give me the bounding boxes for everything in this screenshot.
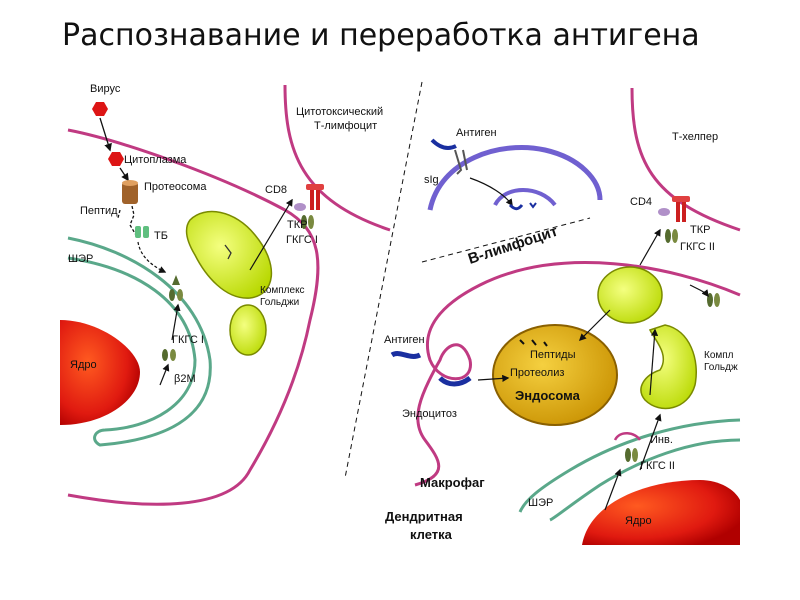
label-dendritic-1: Дендритная — [385, 509, 463, 524]
tap-transporter-icon — [135, 226, 149, 238]
thelper-membrane — [630, 87, 741, 232]
label-proteasome: Протеосома — [144, 181, 207, 193]
sig-antigen-icon — [430, 138, 468, 175]
label-nucleus-right: Ядро — [625, 515, 652, 527]
label-ctl-2: Т-лимфоцит — [314, 120, 377, 132]
panel-divider — [344, 81, 423, 479]
page-title: Распознавание и переработка антигена — [62, 18, 700, 53]
golgi-vesicle-top — [597, 266, 663, 324]
label-mhc2-inner: ГКГС II — [640, 460, 675, 472]
label-peptides: Пептиды — [530, 349, 576, 361]
right-panel: Антиген sIg В-лимфоцит Т-хелпер CD4 ТКР … — [384, 87, 741, 545]
label-mhc2-surface: ГКГС II — [680, 241, 715, 253]
label-virus: Вирус — [90, 83, 121, 95]
proteasome-icon — [122, 180, 138, 204]
left-panel: Вирус Цитоплазма Протеосома Пептид ТБ ШЭ… — [60, 83, 391, 506]
label-er-right: ШЭР — [528, 497, 553, 509]
cell-membrane-left — [67, 128, 320, 506]
label-golgi-right-2: Гольдж — [704, 362, 738, 373]
nucleus-left — [60, 320, 140, 425]
label-ctl-1: Цитотоксический — [296, 106, 383, 118]
label-tcr-right: ТКР — [690, 224, 710, 236]
er-membrane-right — [518, 418, 741, 522]
label-proteolysis: Протеолиз — [510, 367, 564, 379]
tcr-cd4-complex-right — [658, 196, 690, 243]
golgi-right — [640, 324, 697, 410]
label-cd4: CD4 — [630, 196, 652, 208]
mhc2-released-icon — [689, 284, 720, 307]
label-golgi-right-1: Компл — [704, 350, 734, 361]
golgi-left — [185, 210, 272, 356]
endocytosis-antigen-icon — [390, 351, 422, 359]
label-golgi-left-1: Комплекс — [260, 285, 305, 296]
ctl-membrane — [283, 84, 391, 232]
virus-cytoplasm-icon — [108, 152, 124, 166]
bcell-membrane — [427, 145, 603, 211]
label-bcell: В-лимфоцит — [466, 223, 560, 268]
mhc1-inner-icon — [169, 275, 183, 301]
label-peptide: Пептид — [80, 205, 118, 217]
nucleus-right — [582, 480, 740, 545]
endosome — [492, 324, 618, 426]
mhc1-b2m-icon — [162, 349, 176, 361]
label-golgi-left-2: Гольджи — [260, 297, 299, 308]
label-endocytosis: Эндоцитоз — [402, 408, 457, 420]
label-b2m: β2M — [174, 373, 196, 385]
label-mhc1-surface: ГКГС I — [286, 234, 318, 246]
label-cd8: CD8 — [265, 184, 287, 196]
label-antigen-top: Антиген — [456, 127, 497, 139]
label-endosome: Эндосома — [515, 388, 581, 403]
er-membrane-left — [67, 236, 212, 447]
label-nucleus-left: Ядро — [70, 359, 97, 371]
macrophage-membrane — [414, 261, 741, 487]
label-er-left: ШЭР — [68, 253, 93, 265]
label-tb: ТБ — [154, 230, 168, 242]
tcr-cd8-complex-left — [294, 184, 324, 229]
label-thelper: Т-хелпер — [672, 131, 718, 143]
virus-icon — [92, 102, 108, 116]
label-mhc1-inner: ГКГС I — [172, 334, 204, 346]
mhc2-inv-icon — [613, 432, 642, 462]
label-sig: sIg — [424, 174, 439, 186]
label-tcr-left: ТКР — [287, 219, 307, 231]
label-dendritic-2: клетка — [410, 527, 453, 542]
label-inv: Инв. — [650, 434, 673, 446]
label-antigen-left: Антиген — [384, 334, 425, 346]
label-cytoplasm: Цитоплазма — [124, 154, 187, 166]
label-macrophage: Макрофаг — [420, 475, 485, 490]
